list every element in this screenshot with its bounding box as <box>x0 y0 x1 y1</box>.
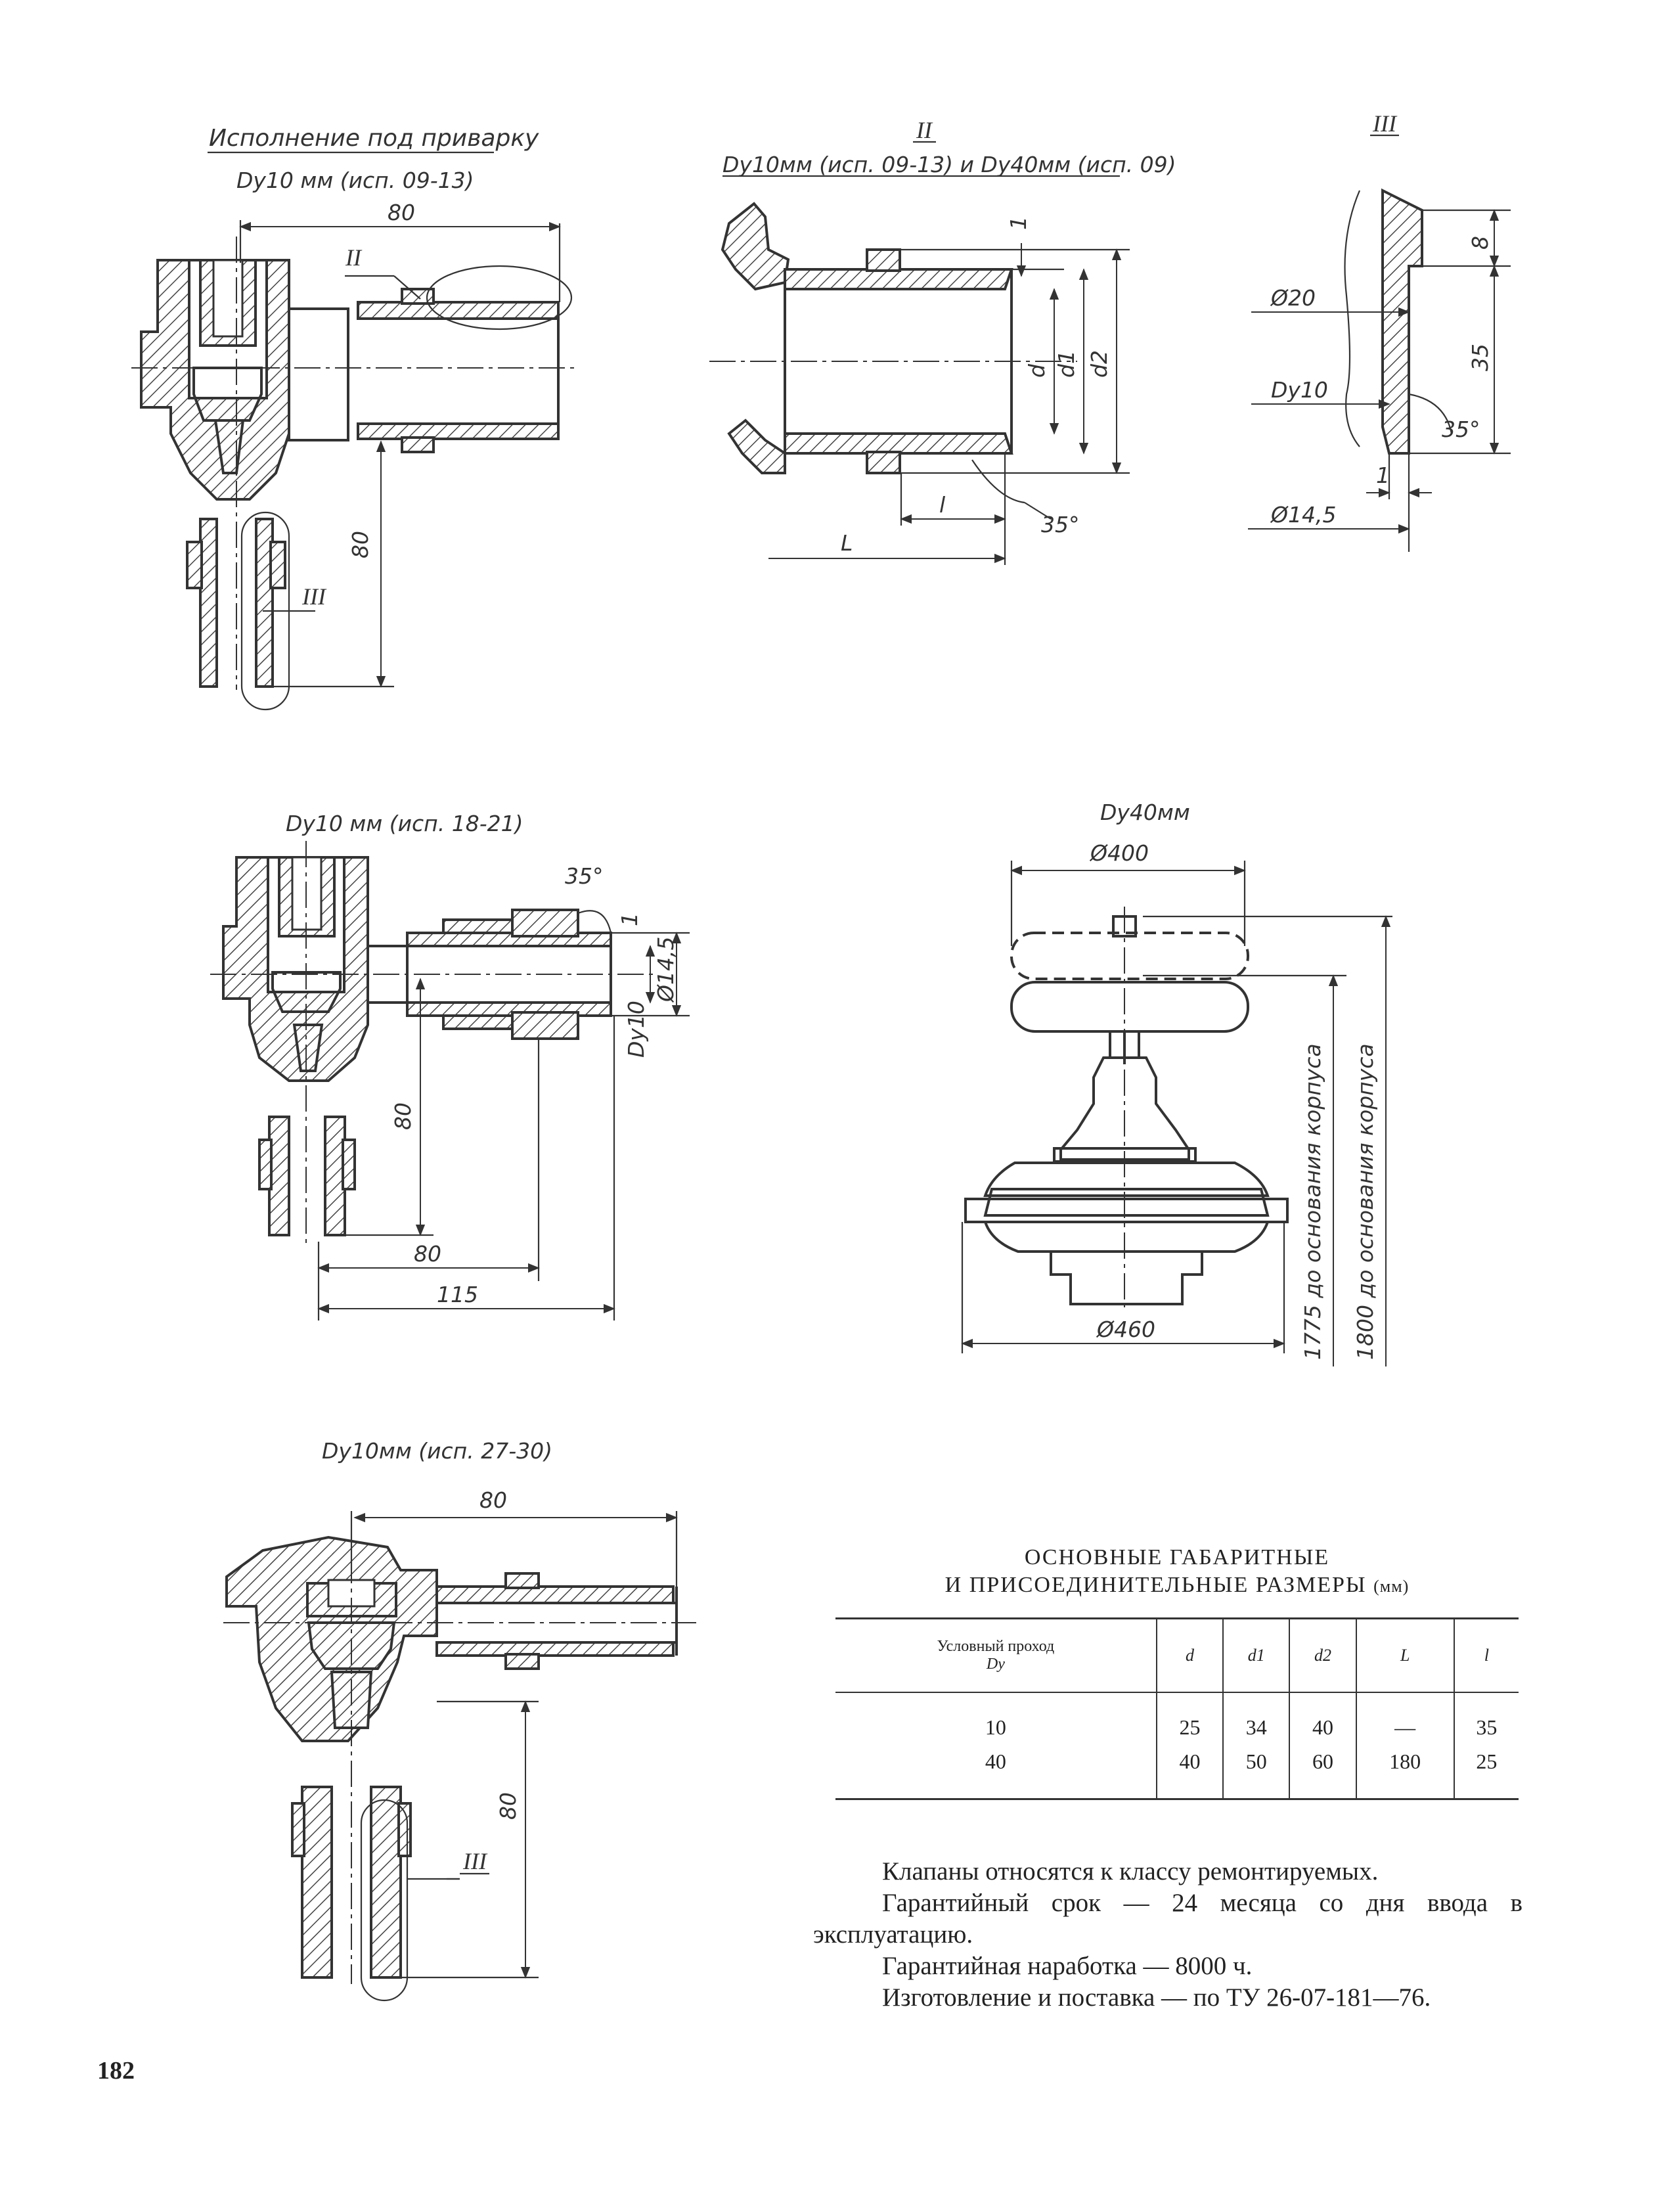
callout-detail-2: II <box>345 244 363 271</box>
notes: Клапаны относятся к классу ремонтируемых… <box>813 1856 1523 2014</box>
dia-detail3-20: Ø20 <box>1270 285 1316 311</box>
note-warranty-period: Гарантийный срок — 24 месяца со дня ввод… <box>813 1889 1523 1949</box>
table-title-line2: И ПРИСОЕДИНИТЕЛЬНЫЕ РАЗМЕРЫ <box>945 1573 1367 1597</box>
cell-d2: 40 <box>1289 1692 1356 1744</box>
figure-detail-3: III 8 35 Ø20 Dу10 35° 1 Ø14,5 <box>1248 110 1511 552</box>
table-title-line1: ОСНОВНЫЕ ГАБАРИТНЫЕ <box>1024 1545 1330 1569</box>
cell-d1: 34 <box>1222 1692 1290 1744</box>
note-repairable: Клапаны относятся к классу ремонтируемых… <box>882 1857 1379 1885</box>
callout-thread-detail-3: III <box>462 1848 488 1874</box>
dim-nipple-80-vertical: 80 <box>390 1102 416 1130</box>
dim-detail2-d2: d2 <box>1086 350 1112 378</box>
figure-valve40-subtitle: Dу40мм <box>1100 800 1190 825</box>
note-warranty-operating-time: Гарантийная наработка — 8000 ч. <box>882 1952 1253 1980</box>
header-dy: Условный проход Dу <box>835 1617 1157 1693</box>
figure-weld-title: Исполнение под приварку <box>209 125 539 152</box>
cell-l: 25 <box>1453 1744 1519 1800</box>
dia-detail3-14-5: Ø14,5 <box>1270 502 1336 528</box>
angle-nipple: 35° <box>565 863 604 889</box>
dim-detail2-1: 1 <box>1006 216 1031 230</box>
dim-detail3-35: 35 <box>1467 344 1493 371</box>
dim-thread-80-vertical: 80 <box>495 1792 521 1820</box>
figure-thread-subtitle: Dу10мм (исп. 27-30) <box>322 1438 552 1464</box>
upper-spring <box>1010 932 1249 980</box>
dimensions-table-block: ОСНОВНЫЕ ГАБАРИТНЫЕ И ПРИСОЕДИНИТЕЛЬНЫЕ … <box>835 1544 1519 1800</box>
figure-valve-40: Dу40мм Ø400 Ø460 1775 до основания корпу… <box>961 800 1392 1366</box>
figure-nipple: Dу10 мм (исп. 18-21) 35° 1 Ø14,5 Dу10 <box>210 811 690 1320</box>
dy-detail3-10: Dу10 <box>1271 377 1328 403</box>
header-d2: d2 <box>1289 1617 1356 1693</box>
figure-detail-2: II Dу10мм (исп. 09-13) и Dу40мм (исп. 09… <box>709 117 1176 565</box>
dim-detail2-l: l <box>939 492 945 518</box>
cell-L: — <box>1355 1692 1454 1744</box>
dim-nipple-115: 115 <box>437 1282 478 1307</box>
figure-weld-subtitle: Dу10 мм (исп. 09-13) <box>236 168 474 193</box>
table-row: 10 25 34 40 — 35 <box>835 1692 1519 1744</box>
table-header-row: Условный проход Dу d d1 d2 L l <box>835 1617 1519 1693</box>
dimensions-table: Условный проход Dу d d1 d2 L l 10 25 34 … <box>835 1617 1519 1800</box>
callout-detail-3: III <box>301 583 327 610</box>
header-dy-line1: Условный проход <box>937 1638 1055 1655</box>
angle-detail2: 35° <box>1041 512 1080 537</box>
dim-weld-80-horizontal: 80 <box>388 200 415 225</box>
detail-2-label: II <box>916 117 933 143</box>
dim-detail2-d: d <box>1024 363 1050 378</box>
dim-detail3-8: 8 <box>1467 236 1493 250</box>
page-number: 182 <box>97 2057 135 2085</box>
dim-thread-80-horizontal: 80 <box>479 1487 507 1513</box>
table-row: 40 40 50 60 180 25 <box>835 1744 1519 1800</box>
table-title: ОСНОВНЫЕ ГАБАРИТНЫЕ И ПРИСОЕДИНИТЕЛЬНЫЕ … <box>835 1544 1519 1600</box>
dim-detail2-d1: d1 <box>1054 350 1079 378</box>
thread-body-section <box>225 1535 438 1742</box>
header-d: d <box>1155 1617 1224 1693</box>
dia-valve40-460: Ø460 <box>1096 1317 1155 1342</box>
height-valve40-1800: 1800 до основания корпуса <box>1352 1043 1378 1360</box>
cell-d1: 50 <box>1222 1744 1290 1800</box>
pipe-wall-section <box>1381 188 1423 455</box>
bonnet <box>1059 1056 1190 1161</box>
cell-d2: 60 <box>1289 1744 1356 1800</box>
cell-l: 35 <box>1453 1692 1519 1744</box>
header-l: l <box>1453 1617 1519 1693</box>
dim-nipple-80-horizontal: 80 <box>414 1241 441 1267</box>
header-dy-line2: Dу <box>986 1656 1005 1673</box>
dia-valve40-400: Ø400 <box>1089 840 1149 866</box>
dim-detail3-1: 1 <box>1376 463 1390 488</box>
dim-nipple-1: 1 <box>617 913 642 926</box>
cell-d: 40 <box>1155 1744 1224 1800</box>
cell-L: 180 <box>1355 1744 1454 1800</box>
header-d1: d1 <box>1222 1617 1290 1693</box>
cell-d: 25 <box>1155 1692 1224 1744</box>
lower-spring <box>1010 981 1249 1033</box>
figure-weld: Исполнение под приварку Dу10 мм (исп. 09… <box>131 125 578 711</box>
angle-detail3: 35° <box>1442 417 1480 442</box>
dim-detail2-L: L <box>841 530 853 556</box>
dia-nipple-14-5: Ø14,5 <box>653 937 678 1003</box>
cell-dy: 40 <box>835 1744 1157 1800</box>
flange-break-section <box>721 202 790 291</box>
cell-dy: 10 <box>985 1715 1006 1739</box>
height-valve40-1775: 1775 до основания корпуса <box>1300 1043 1325 1360</box>
header-L: L <box>1355 1617 1454 1693</box>
note-manufacture-spec: Изготовление и поставка — по ТУ 26-07-18… <box>882 1983 1431 2012</box>
figure-nipple-subtitle: Dу10 мм (исп. 18-21) <box>286 811 523 836</box>
table-title-unit: (мм) <box>1373 1577 1410 1596</box>
dy-nipple-10: Dу10 <box>623 1001 649 1058</box>
dim-weld-80-vertical: 80 <box>347 531 373 558</box>
detail-3-label: III <box>1372 110 1398 137</box>
figure-thread: Dу10мм (исп. 27-30) 80 80 III <box>223 1438 696 2002</box>
detail-2-subtitle: Dу10мм (исп. 09-13) и Dу40мм (исп. 09) <box>722 152 1176 177</box>
